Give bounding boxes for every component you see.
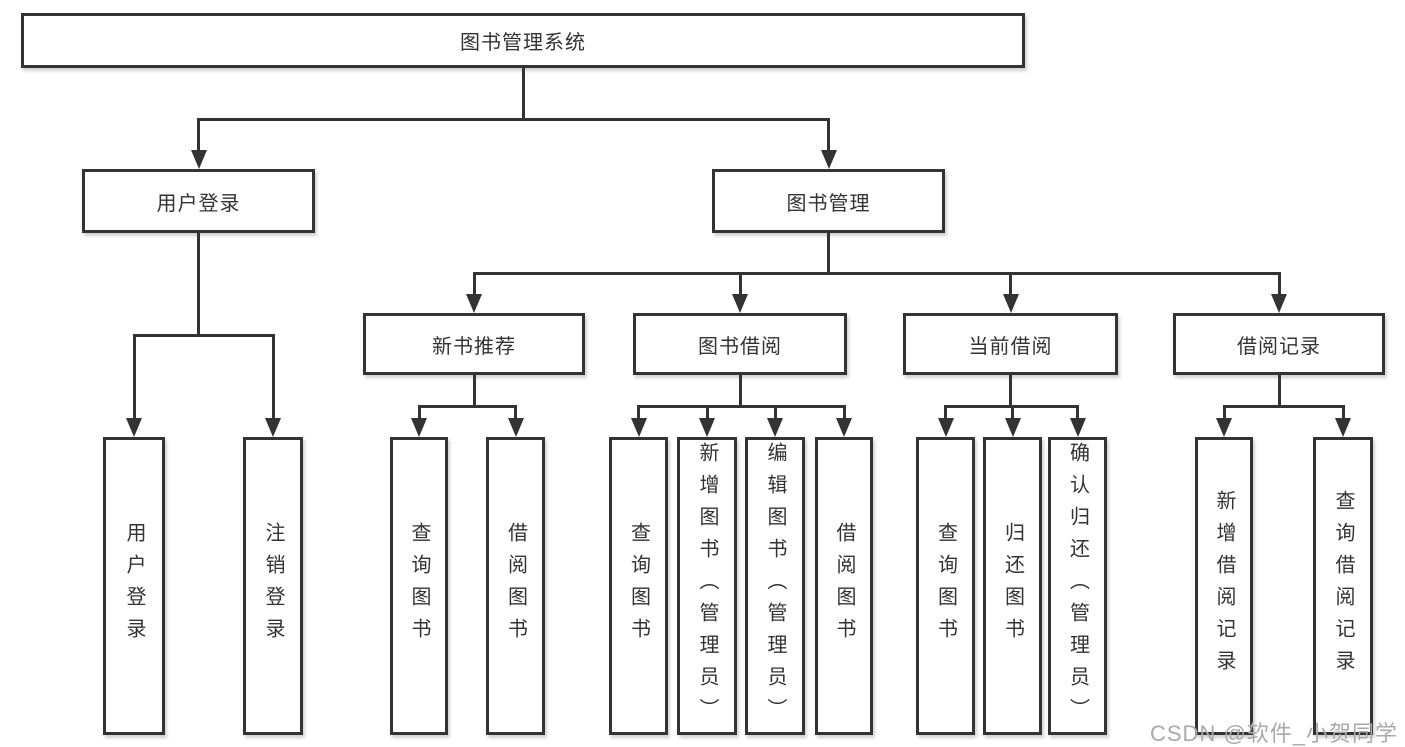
- connector-segment: [132, 333, 275, 337]
- node-leaf-query-book-3: 查询图书: [916, 437, 975, 735]
- connector-segment: [1341, 406, 1345, 423]
- connector-segment: [1009, 375, 1012, 406]
- connector-segment: [417, 406, 421, 423]
- node-label: 用户登录: [123, 522, 145, 650]
- node-label: 借阅记录: [1237, 335, 1321, 358]
- node-leaf-query-book-1: 查询图书: [390, 437, 448, 735]
- node-label: 确认归还（管理员）: [1066, 442, 1089, 730]
- connector-arrowhead: [1216, 418, 1232, 437]
- node-label: 查询图书: [934, 522, 957, 650]
- node-label: 新增图书（管理员）: [696, 442, 718, 730]
- connector-segment: [705, 406, 709, 423]
- connector-segment: [1222, 406, 1226, 423]
- node-leaf-query-book-2: 查询图书: [609, 437, 668, 735]
- connector-segment: [417, 404, 517, 408]
- connector-segment: [842, 406, 846, 423]
- node-leaf-confirm-return: 确认归还（管理员）: [1048, 437, 1107, 735]
- node-leaf-user-login: 用户登录: [103, 437, 165, 735]
- connector-segment: [738, 273, 742, 299]
- connector-arrowhead: [190, 150, 207, 169]
- connector-segment: [637, 406, 640, 423]
- connector-segment: [1277, 273, 1281, 299]
- connector-segment: [132, 335, 136, 423]
- node-label: 新增借阅记录: [1213, 490, 1235, 682]
- node-new-book-recommend: 新书推荐: [363, 313, 585, 375]
- connector-segment: [1009, 273, 1012, 299]
- connector-arrowhead: [820, 150, 837, 169]
- node-label: 图书借阅: [698, 335, 782, 358]
- connector-arrowhead: [1271, 294, 1287, 313]
- connector-arrowhead: [265, 418, 281, 437]
- node-label: 归还图书: [1001, 522, 1024, 650]
- node-label: 借阅图书: [833, 522, 855, 650]
- connector-segment: [271, 335, 275, 423]
- connector-arrowhead: [1335, 418, 1351, 437]
- watermark: CSDN @软件_小贺同学: [1150, 721, 1399, 746]
- node-label: 编辑图书（管理员）: [764, 442, 786, 730]
- node-label: 当前借阅: [968, 335, 1053, 358]
- node-book-borrowing: 图书借阅: [633, 313, 847, 375]
- node-leaf-add-book: 新增图书（管理员）: [677, 437, 737, 735]
- node-label: 查询借阅记录: [1332, 490, 1354, 682]
- node-current-borrowing: 当前借阅: [903, 313, 1118, 375]
- connector-arrowhead: [411, 418, 427, 437]
- connector-segment: [521, 68, 525, 119]
- connector-segment: [197, 233, 200, 335]
- connector-segment: [472, 375, 476, 406]
- connector-arrowhead: [699, 418, 715, 437]
- node-book-management: 图书管理: [712, 169, 945, 233]
- node-label: 查询图书: [408, 522, 430, 650]
- node-label: 注销登录: [262, 522, 284, 650]
- node-label: 新书推荐: [432, 335, 516, 358]
- connector-segment: [472, 273, 476, 299]
- node-borrowing-records: 借阅记录: [1173, 313, 1385, 375]
- connector-arrowhead: [1004, 418, 1021, 437]
- connector-segment: [827, 233, 830, 273]
- node-leaf-query-record: 查询借阅记录: [1313, 437, 1373, 735]
- connector-arrowhead: [937, 418, 954, 437]
- connector-segment: [472, 271, 1281, 275]
- node-label: 借阅图书: [504, 522, 527, 650]
- node-leaf-borrow-book-2: 借阅图书: [815, 437, 873, 735]
- connector-arrowhead: [630, 418, 647, 437]
- connector-segment: [514, 406, 517, 423]
- node-leaf-edit-book: 编辑图书（管理员）: [745, 437, 805, 735]
- node-leaf-add-record: 新增借阅记录: [1195, 437, 1253, 735]
- connector-segment: [637, 404, 846, 408]
- node-label: 图书管理: [786, 192, 871, 215]
- node-user-login: 用户登录: [82, 169, 315, 233]
- connector-arrowhead: [507, 418, 524, 437]
- node-root: 图书管理系统: [21, 13, 1025, 68]
- connector-arrowhead: [767, 418, 783, 437]
- connector-segment: [1222, 404, 1345, 408]
- connector-arrowhead: [466, 294, 482, 313]
- connector-arrowhead: [1002, 294, 1019, 313]
- connector-segment: [1277, 375, 1281, 406]
- connector-segment: [1011, 406, 1014, 423]
- connector-segment: [827, 119, 830, 155]
- node-leaf-logout: 注销登录: [243, 437, 303, 735]
- node-label: 图书管理系统: [460, 32, 586, 54]
- connector-segment: [197, 117, 830, 121]
- connector-arrowhead: [836, 418, 852, 437]
- connector-segment: [197, 119, 200, 155]
- node-label: 查询图书: [627, 522, 650, 650]
- connector-arrowhead: [732, 294, 748, 313]
- node-leaf-return-book: 归还图书: [983, 437, 1042, 735]
- connector-segment: [773, 406, 777, 423]
- connector-arrowhead: [1069, 418, 1086, 437]
- connector-segment: [944, 406, 947, 423]
- connector-segment: [1076, 406, 1079, 423]
- connector-arrowhead: [126, 418, 142, 437]
- node-leaf-borrow-book-1: 借阅图书: [486, 437, 545, 735]
- node-label: 用户登录: [156, 192, 241, 215]
- connector-segment: [738, 375, 742, 406]
